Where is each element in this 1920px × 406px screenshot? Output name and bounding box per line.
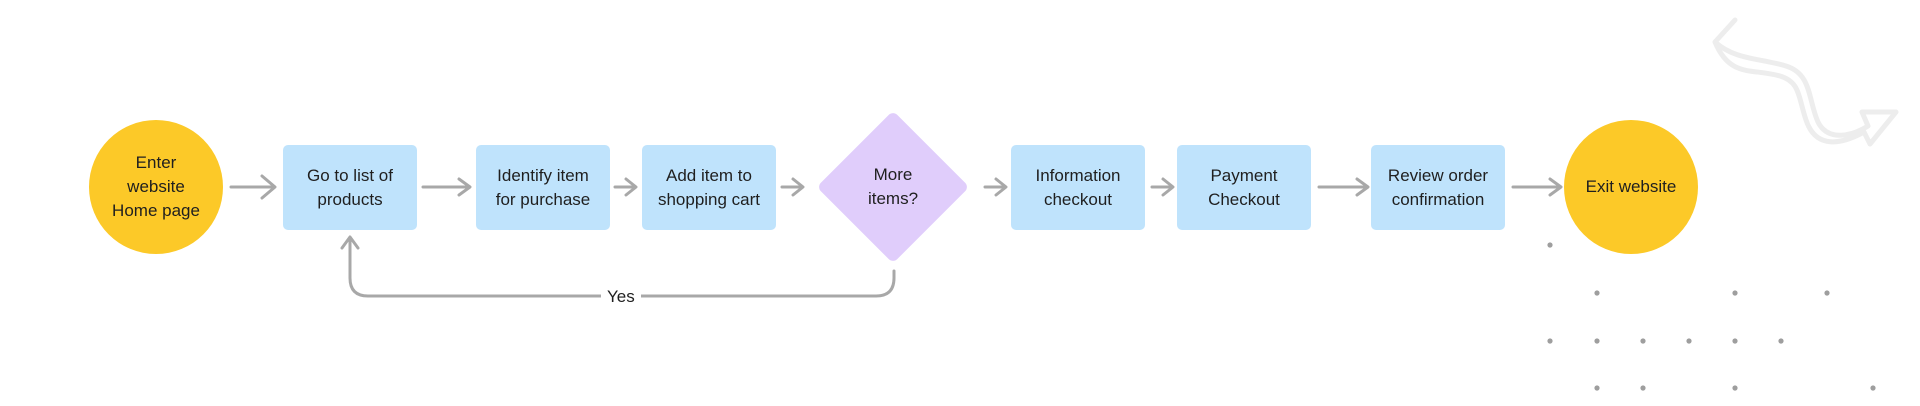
decorative-squiggle-arrow-icon: [1712, 17, 1899, 147]
node-exit-website[interactable]: Exit website: [1564, 120, 1698, 254]
node-go-to-list-of-products[interactable]: Go to list of products: [283, 145, 417, 230]
edge-review-to-exit: [1511, 177, 1563, 197]
decorative-dot-grid: [1547, 242, 1876, 391]
node-payment-checkout[interactable]: Payment Checkout: [1177, 145, 1311, 230]
node-payment-label: Payment Checkout: [1208, 165, 1280, 209]
edge-payment-to-review: [1317, 177, 1370, 197]
node-add-label: Add item to shopping cart: [657, 165, 761, 209]
edge-list-to-identify: [421, 177, 472, 197]
edge-add-to-decision: [780, 177, 805, 197]
edge-identify-to-add: [613, 177, 638, 197]
node-exit-label: Exit website: [1585, 177, 1677, 196]
node-start-label: Enter website Home page: [112, 153, 200, 220]
edge-decision-to-info: [983, 177, 1008, 197]
node-identify-label: Identify item for purchase: [495, 165, 591, 209]
node-decision-label: More items?: [867, 165, 919, 208]
node-add-to-cart[interactable]: Add item to shopping cart: [642, 145, 776, 230]
node-start-enter-website[interactable]: Enter website Home page: [89, 120, 223, 254]
node-identify-item[interactable]: Identify item for purchase: [476, 145, 610, 230]
node-list-label: Go to list of products: [307, 165, 393, 209]
node-review-label: Review order confirmation: [1387, 165, 1489, 209]
node-review-order-confirmation[interactable]: Review order confirmation: [1371, 145, 1505, 230]
edge-label-yes: Yes: [601, 287, 641, 307]
node-decision-more-items[interactable]: More items?: [816, 110, 970, 264]
edge-start-to-list: [229, 174, 277, 200]
node-info-label: Information checkout: [1035, 165, 1121, 209]
node-information-checkout[interactable]: Information checkout: [1011, 145, 1145, 230]
edge-info-to-payment: [1150, 177, 1175, 197]
